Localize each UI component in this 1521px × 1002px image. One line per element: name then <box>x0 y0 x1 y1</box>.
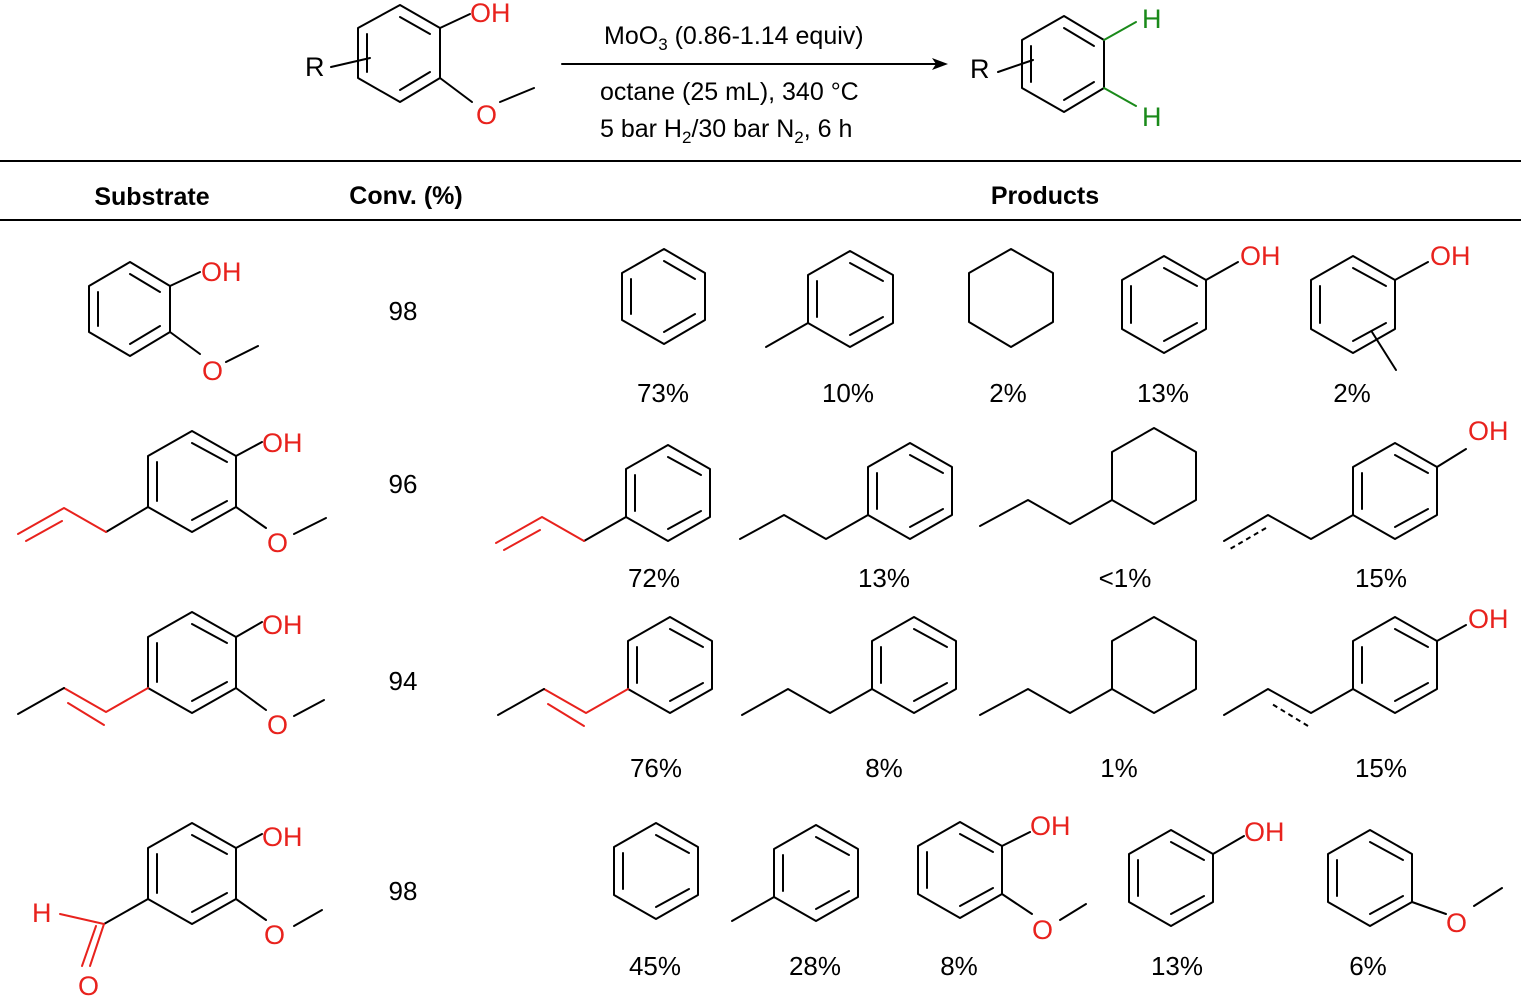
atom-h: H <box>32 898 52 928</box>
atom-oh: OH <box>262 428 303 458</box>
product-cyclohexane <box>968 248 1054 348</box>
table-row: OH O H O 98 45% 28% OH O 8% <box>32 811 1503 1001</box>
yield-value: 76% <box>630 753 682 783</box>
product-toluene <box>731 824 859 922</box>
yield-value: 13% <box>1151 951 1203 981</box>
header-products: Products <box>991 182 1099 210</box>
substrate-guaiacol: OH O <box>88 257 259 386</box>
reactant-oh-label: OH <box>470 0 511 28</box>
product-h-bottom: H <box>1142 102 1162 132</box>
atom-oh: OH <box>262 822 303 852</box>
reactant-o-label: O <box>476 100 497 130</box>
yield-value: 10% <box>822 378 874 408</box>
yield-value: 72% <box>628 563 680 593</box>
yield-value: 2% <box>989 378 1027 408</box>
atom-oh: OH <box>1030 811 1071 841</box>
atom-oh: OH <box>1244 817 1285 847</box>
product-propylbenzene <box>739 442 953 540</box>
table-row: OH O 94 76% 8% 1% OH <box>17 604 1509 783</box>
product-guaiacol: OH O <box>917 811 1087 945</box>
conversion-value: 94 <box>389 666 418 696</box>
header-substrate: Substrate <box>94 183 209 211</box>
yield-value: 15% <box>1355 563 1407 593</box>
reagent-line-2: octane (25 mL), 340 °C <box>600 78 859 106</box>
conversion-value: 98 <box>389 876 418 906</box>
product-benzene <box>621 248 706 345</box>
reaction-arrow <box>561 58 948 70</box>
yield-value: 1% <box>1100 753 1138 783</box>
substrate-isoeugenol: OH O <box>17 610 325 740</box>
atom-oh: OH <box>1468 604 1509 634</box>
product-propylbenzene <box>741 616 957 716</box>
product-allylbenzene <box>495 444 711 551</box>
atom-oh: OH <box>262 610 303 640</box>
atom-o: O <box>1446 908 1467 938</box>
yield-value: 8% <box>865 753 903 783</box>
substrate-eugenol: OH O <box>17 428 327 558</box>
yield-value: 28% <box>789 951 841 981</box>
yield-value: 45% <box>629 951 681 981</box>
product-h-top: H <box>1142 4 1162 34</box>
product-phenol: OH <box>1128 817 1285 927</box>
atom-oh: OH <box>1240 241 1281 271</box>
atom-o: O <box>202 356 223 386</box>
atom-o: O <box>78 971 99 1001</box>
conversion-value: 98 <box>389 296 418 326</box>
atom-oh: OH <box>1430 241 1471 271</box>
reagent-line-1: MoO3 (0.86-1.14 equiv) <box>604 22 864 54</box>
substrate-vanillin: OH O H O <box>32 822 323 1001</box>
product-propylcyclohexane <box>979 427 1197 527</box>
header-conversion: Conv. (%) <box>349 182 462 210</box>
product-r-label: R <box>970 54 990 84</box>
product-anisole: O <box>1327 829 1503 938</box>
reactant-r-label: R <box>305 52 325 82</box>
table-row: OH O 98 73% 10% 2% OH 13% <box>88 241 1471 408</box>
conversion-value: 96 <box>389 469 418 499</box>
reaction-scheme: R OH O MoO3 (0.86-1.14 equiv) octane (25… <box>305 0 1162 147</box>
atom-o: O <box>264 920 285 950</box>
yield-value: 2% <box>1333 378 1371 408</box>
table-row: OH O 96 72% 13% <1% OH <box>17 416 1509 593</box>
yield-value: 13% <box>858 563 910 593</box>
product-structure: R H H <box>970 4 1162 132</box>
atom-o: O <box>267 710 288 740</box>
yield-value: <1% <box>1099 563 1152 593</box>
yield-value: 73% <box>637 378 689 408</box>
atom-o: O <box>267 528 288 558</box>
atom-oh: OH <box>201 257 242 287</box>
product-propylphenol: OH <box>1223 604 1509 727</box>
product-propenylbenzene <box>497 616 713 727</box>
reactant-structure: R OH O <box>305 0 535 130</box>
yield-value: 6% <box>1349 951 1387 981</box>
product-toluene <box>765 250 894 348</box>
product-phenol: OH <box>1121 241 1281 354</box>
yield-value: 8% <box>940 951 978 981</box>
atom-o: O <box>1032 915 1053 945</box>
product-propylcyclohexane <box>979 616 1197 716</box>
yield-value: 15% <box>1355 753 1407 783</box>
reagent-line-3: 5 bar H2/30 bar N2, 6 h <box>600 115 852 147</box>
product-benzene <box>613 822 699 920</box>
yield-value: 13% <box>1137 378 1189 408</box>
product-cresol: OH <box>1310 241 1471 371</box>
product-propenylphenol: OH <box>1223 416 1509 550</box>
atom-oh: OH <box>1468 416 1509 446</box>
